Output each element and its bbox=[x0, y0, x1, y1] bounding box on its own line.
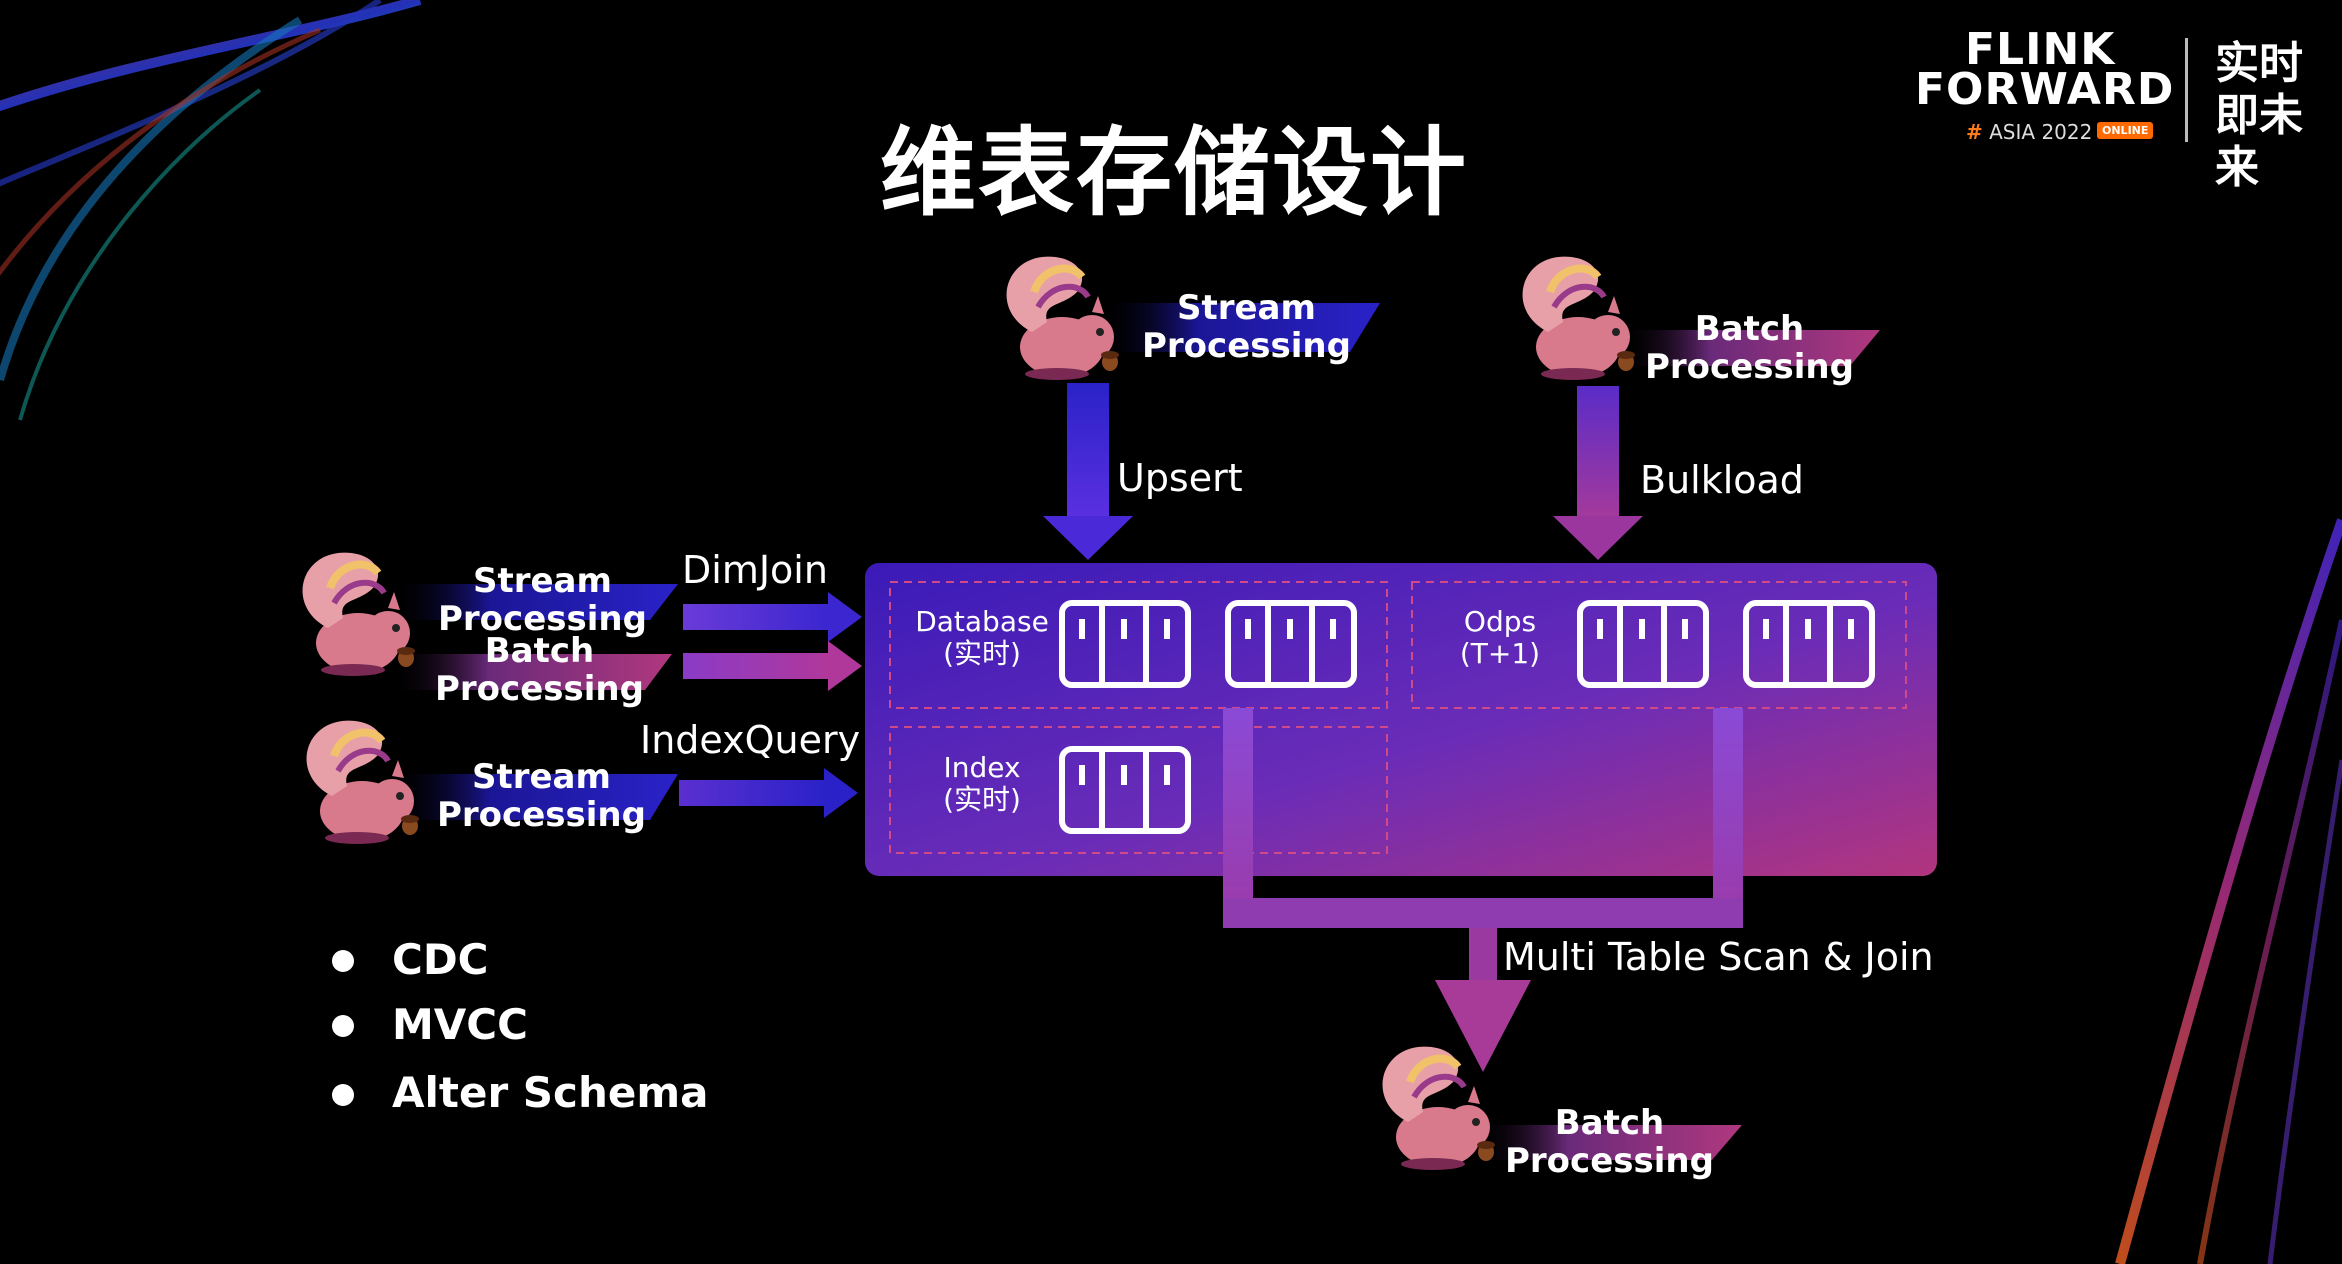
indexquery-arrow bbox=[679, 768, 858, 818]
index-label: Index (实时) bbox=[912, 752, 1052, 816]
multi-scan-join-label: Multi Table Scan & Join bbox=[1503, 935, 1934, 979]
background-swirl-left bbox=[0, 0, 422, 421]
top-batch-band bbox=[1620, 330, 1880, 366]
logo-hash: # bbox=[1966, 120, 1983, 144]
upsert-arrow bbox=[1043, 383, 1133, 560]
bottom-batch-line1: Batch bbox=[1554, 1103, 1665, 1143]
bulkload-arrow bbox=[1553, 386, 1643, 560]
logo-online-badge: ONLINE bbox=[2097, 122, 2154, 139]
left-batch1-band bbox=[390, 654, 672, 690]
dimjoin-label: DimJoin bbox=[682, 548, 828, 592]
bullet-dot bbox=[332, 950, 354, 972]
background-swirl-right bbox=[2115, 518, 2342, 1264]
index-line2: (实时) bbox=[943, 783, 1021, 816]
dimjoin-arrow-1 bbox=[683, 592, 862, 642]
upsert-label: Upsert bbox=[1117, 456, 1243, 500]
flink-squirrel-icon bbox=[307, 721, 419, 844]
index-line1: Index bbox=[943, 751, 1021, 784]
flink-forward-logo: FLINK FORWARD bbox=[1915, 24, 2175, 115]
left-batch1-line1: Batch bbox=[484, 631, 595, 671]
odps-line1: Odps bbox=[1463, 605, 1537, 638]
left-stream2-line2: Processing bbox=[437, 795, 646, 835]
flink-squirrel-icon bbox=[1523, 257, 1635, 380]
storage-container bbox=[865, 563, 1937, 876]
odps-line2: (T+1) bbox=[1459, 637, 1541, 670]
left-stream2-line1: Stream bbox=[471, 757, 611, 797]
bullet-mvcc: MVCC bbox=[392, 1000, 528, 1049]
page-title: 维表存储设计 bbox=[880, 117, 1468, 229]
database-cell bbox=[889, 581, 1388, 709]
bullet-alter-schema: Alter Schema bbox=[392, 1068, 709, 1117]
bottom-batch-label: Batch Processing bbox=[1505, 1104, 1714, 1180]
top-stream-band bbox=[1100, 303, 1380, 352]
scan-join-connector bbox=[1223, 708, 1743, 1072]
flink-squirrel-icon bbox=[1007, 257, 1119, 380]
dimjoin-arrow-2 bbox=[683, 641, 862, 691]
bullet-cdc: CDC bbox=[392, 935, 489, 984]
top-batch-line2: Processing bbox=[1645, 347, 1854, 387]
index-cell bbox=[889, 726, 1388, 854]
database-line1: Database bbox=[915, 605, 1049, 638]
flink-squirrel-icon bbox=[303, 553, 415, 676]
top-stream-line2: Processing bbox=[1142, 326, 1351, 366]
logo-asia-year: ASIA 2022 bbox=[1989, 120, 2093, 144]
logo-asia-text: # ASIA 2022 bbox=[1966, 120, 2092, 144]
logo-slogan: 实时即未来 bbox=[2215, 38, 2303, 193]
flink-squirrel-icon bbox=[1383, 1047, 1495, 1170]
odps-cell bbox=[1411, 581, 1907, 709]
odps-label: Odps (T+1) bbox=[1440, 606, 1560, 670]
left-stream1-line1: Stream bbox=[472, 561, 612, 601]
left-batch1-line2: Processing bbox=[435, 669, 644, 709]
bottom-batch-line2: Processing bbox=[1505, 1141, 1714, 1181]
bulkload-label: Bulkload bbox=[1640, 458, 1804, 502]
left-batch1-label: Batch Processing bbox=[435, 632, 644, 708]
top-stream-line1: Stream bbox=[1176, 288, 1316, 328]
top-batch-label: Batch Processing bbox=[1645, 310, 1854, 386]
top-stream-label: Stream Processing bbox=[1142, 289, 1351, 365]
bullet-dot bbox=[332, 1084, 354, 1106]
left-stream1-line2: Processing bbox=[438, 599, 647, 639]
top-batch-line1: Batch bbox=[1694, 309, 1805, 349]
database-line2: (实时) bbox=[943, 637, 1021, 670]
bullet-dot bbox=[332, 1015, 354, 1037]
left-stream1-label: Stream Processing bbox=[438, 562, 647, 638]
logo-forward-text: FORWARD bbox=[1915, 64, 2175, 115]
database-label: Database (实时) bbox=[912, 606, 1052, 670]
logo-separator bbox=[2185, 38, 2188, 142]
left-stream1-band bbox=[390, 584, 678, 620]
logo-flink-text: FLINK bbox=[1965, 24, 2116, 75]
indexquery-label: IndexQuery bbox=[640, 718, 861, 762]
left-stream2-band bbox=[390, 774, 678, 820]
bottom-batch-band bbox=[1475, 1125, 1742, 1160]
left-stream2-label: Stream Processing bbox=[437, 758, 646, 834]
